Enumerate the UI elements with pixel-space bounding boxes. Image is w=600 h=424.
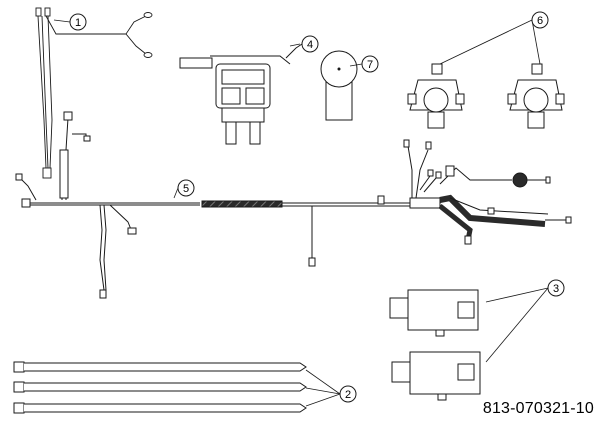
svg-text:5: 5 [183, 183, 189, 195]
callout-1: 1 [69, 13, 87, 31]
connector-upper [389, 289, 479, 337]
connector-lower [391, 351, 481, 401]
svg-text:2: 2 [345, 389, 351, 401]
relay-solenoid [179, 43, 303, 145]
lamp-housing-left [407, 63, 465, 129]
leader-lines [53, 19, 549, 407]
callout-4: 4 [301, 35, 319, 53]
callout-2: 2 [339, 385, 357, 403]
callout-7: 7 [361, 55, 379, 73]
svg-text:3: 3 [553, 283, 559, 295]
svg-text:4: 4 [307, 39, 313, 51]
lamp-housing-right [507, 63, 565, 129]
svg-text:6: 6 [537, 15, 543, 27]
part-number: 813-070321-10 [482, 400, 594, 417]
callout-3: 3 [547, 279, 565, 297]
cable-ties [13, 361, 307, 414]
callout-5: 5 [177, 179, 195, 197]
wire-lead-assembly [35, 7, 153, 179]
svg-text:1: 1 [75, 17, 81, 29]
main-wire-harness [15, 111, 572, 299]
round-cover [320, 50, 358, 121]
svg-text:7: 7 [367, 59, 373, 71]
callout-6: 6 [531, 11, 549, 29]
